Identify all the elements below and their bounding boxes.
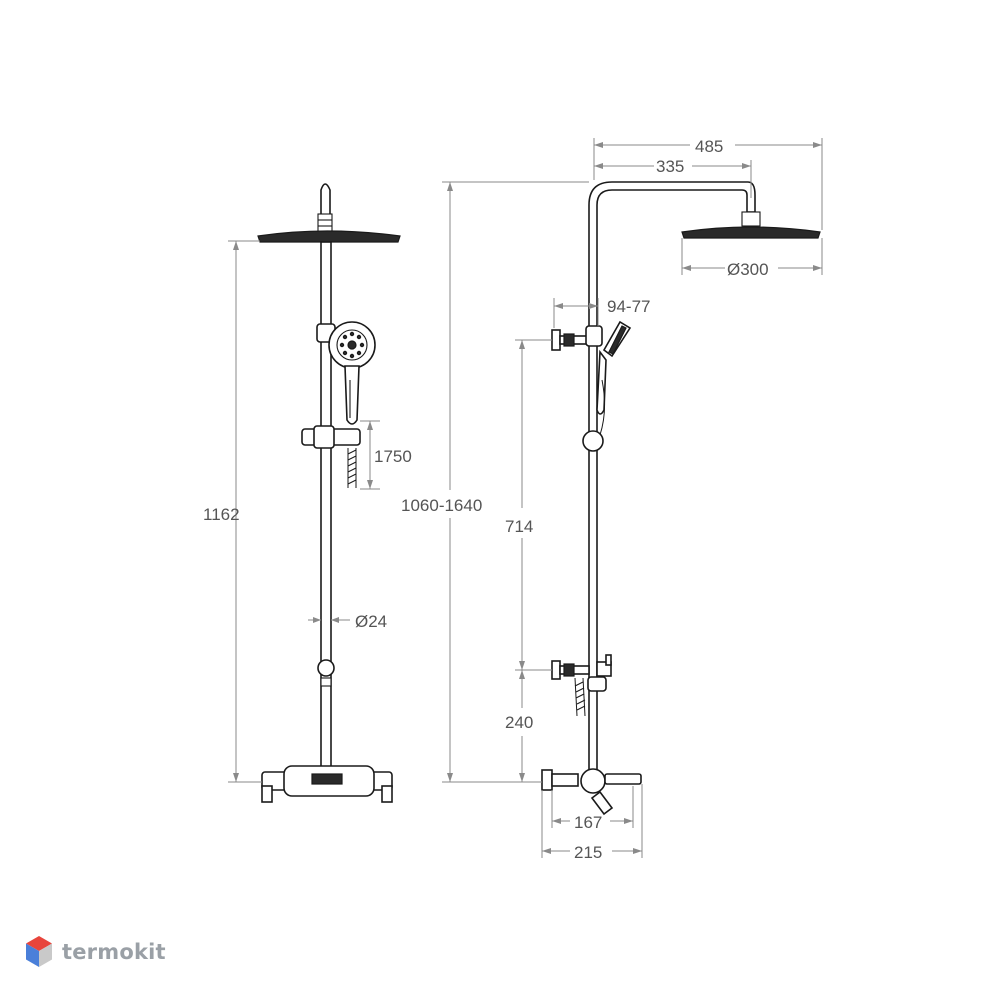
dim-mixer-width: 167 xyxy=(574,813,602,832)
side-head-connector xyxy=(741,211,761,227)
front-rain-head xyxy=(257,230,401,243)
dim-total-height: 1162 xyxy=(203,505,240,524)
side-lower-wall-bracket xyxy=(551,654,612,692)
termokit-logo-icon xyxy=(26,936,52,967)
dim-hose-length: 1750 xyxy=(374,447,412,466)
dim-spout-length: 215 xyxy=(574,843,602,862)
brand-name[interactable]: termokit xyxy=(62,940,166,964)
watermark: termokit xyxy=(24,934,166,970)
front-main-pipe xyxy=(320,241,332,773)
side-hand-shower xyxy=(585,320,632,415)
dim-mixer-to-bracket: 240 xyxy=(505,713,533,732)
front-dimensions: 1162 1750 Ø24 xyxy=(203,240,412,783)
dim-head-diameter: Ø300 xyxy=(727,260,769,279)
dim-arm-length: 335 xyxy=(656,157,684,176)
side-mixer xyxy=(541,768,642,816)
side-upper-wall-bracket xyxy=(551,329,590,351)
front-view xyxy=(257,183,401,803)
dim-arm-reach: 485 xyxy=(695,137,723,156)
dim-pipe-diameter: Ø24 xyxy=(355,612,387,631)
front-top-pipe-tip xyxy=(320,183,331,217)
dim-holder-spacing: 714 xyxy=(505,517,533,536)
side-slider-knob xyxy=(582,430,604,452)
front-hand-shower xyxy=(328,321,376,425)
side-rain-head xyxy=(681,226,821,239)
dim-adjustable-height: 1060-1640 xyxy=(401,496,482,515)
front-hose xyxy=(347,448,357,488)
side-dimensions: 485 335 1060-1640 Ø300 94-77 xyxy=(401,137,823,862)
front-thermostatic-mixer xyxy=(261,765,393,803)
dim-holder-offset: 94-77 xyxy=(607,297,650,316)
side-view xyxy=(541,181,821,816)
side-hose xyxy=(574,677,586,717)
front-pipe-clamp xyxy=(317,659,335,677)
